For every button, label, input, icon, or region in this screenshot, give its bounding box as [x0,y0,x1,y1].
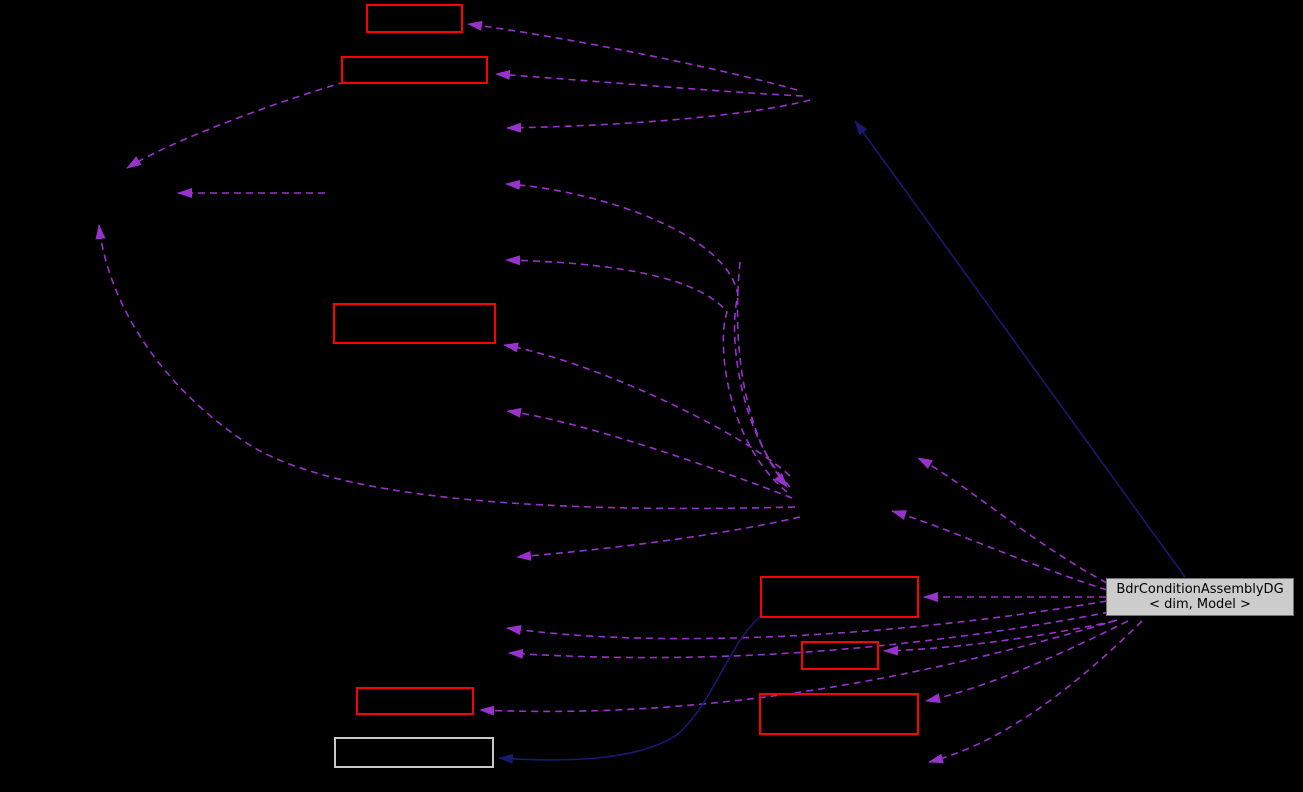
main-node-label-line1: BdrConditionAssemblyDG [1116,582,1284,597]
usage-edge-to-top-box [467,20,798,91]
usage-edge-to-hidden-node-2 [505,179,791,488]
usage-edge-to-hidden-node-3 [505,255,788,493]
linked-class-box-right-1[interactable] [760,576,919,618]
usage-edge-to-hidden-node-8 [917,457,1108,584]
linked-class-box-bottom-left[interactable] [356,687,474,715]
usage-edge-long-to-left-node [95,224,796,510]
linked-class-box-middle[interactable] [333,303,496,344]
usage-edge-to-right-small-box [883,620,1116,656]
inheritance-edge-to-top-hidden [854,120,1186,578]
usage-edge-to-hidden-node-4 [506,407,793,499]
edges-layer [95,20,1186,764]
usage-edge-to-hidden-node-5 [516,516,801,561]
usage-edge-to-middle-box [503,342,791,477]
usage-edge-upperbox-to-left-node [126,81,346,169]
linked-class-box-top[interactable] [366,4,463,33]
usage-edge-to-bottom-left-box [479,619,1118,716]
usage-edge-to-hidden-node-6 [506,600,1108,640]
usage-edge-to-hidden-node-9 [928,620,1143,764]
usage-edge-to-hub-node [891,510,1108,591]
linked-class-box-right-2[interactable] [759,693,919,735]
main-node-bdrconditionassemblydg: BdrConditionAssemblyDG < dim, Model > [1106,578,1294,616]
linked-class-box-right-small[interactable] [801,641,879,670]
inheritance-edge-to-plain-box [498,614,763,764]
usage-edge-to-hidden-node-7 [508,611,1111,659]
plain-class-box-bottom-left [334,737,494,768]
usage-edge-to-hidden-node-1 [506,99,811,133]
linked-class-box-upper[interactable] [341,56,488,84]
usage-edge-to-right-box-2 [925,620,1129,703]
usage-edge-to-upper-box [495,69,804,97]
main-node-label-line2: < dim, Model > [1149,597,1251,612]
usage-edge-into-hub-node [736,261,788,488]
boxes-layer [333,4,919,768]
